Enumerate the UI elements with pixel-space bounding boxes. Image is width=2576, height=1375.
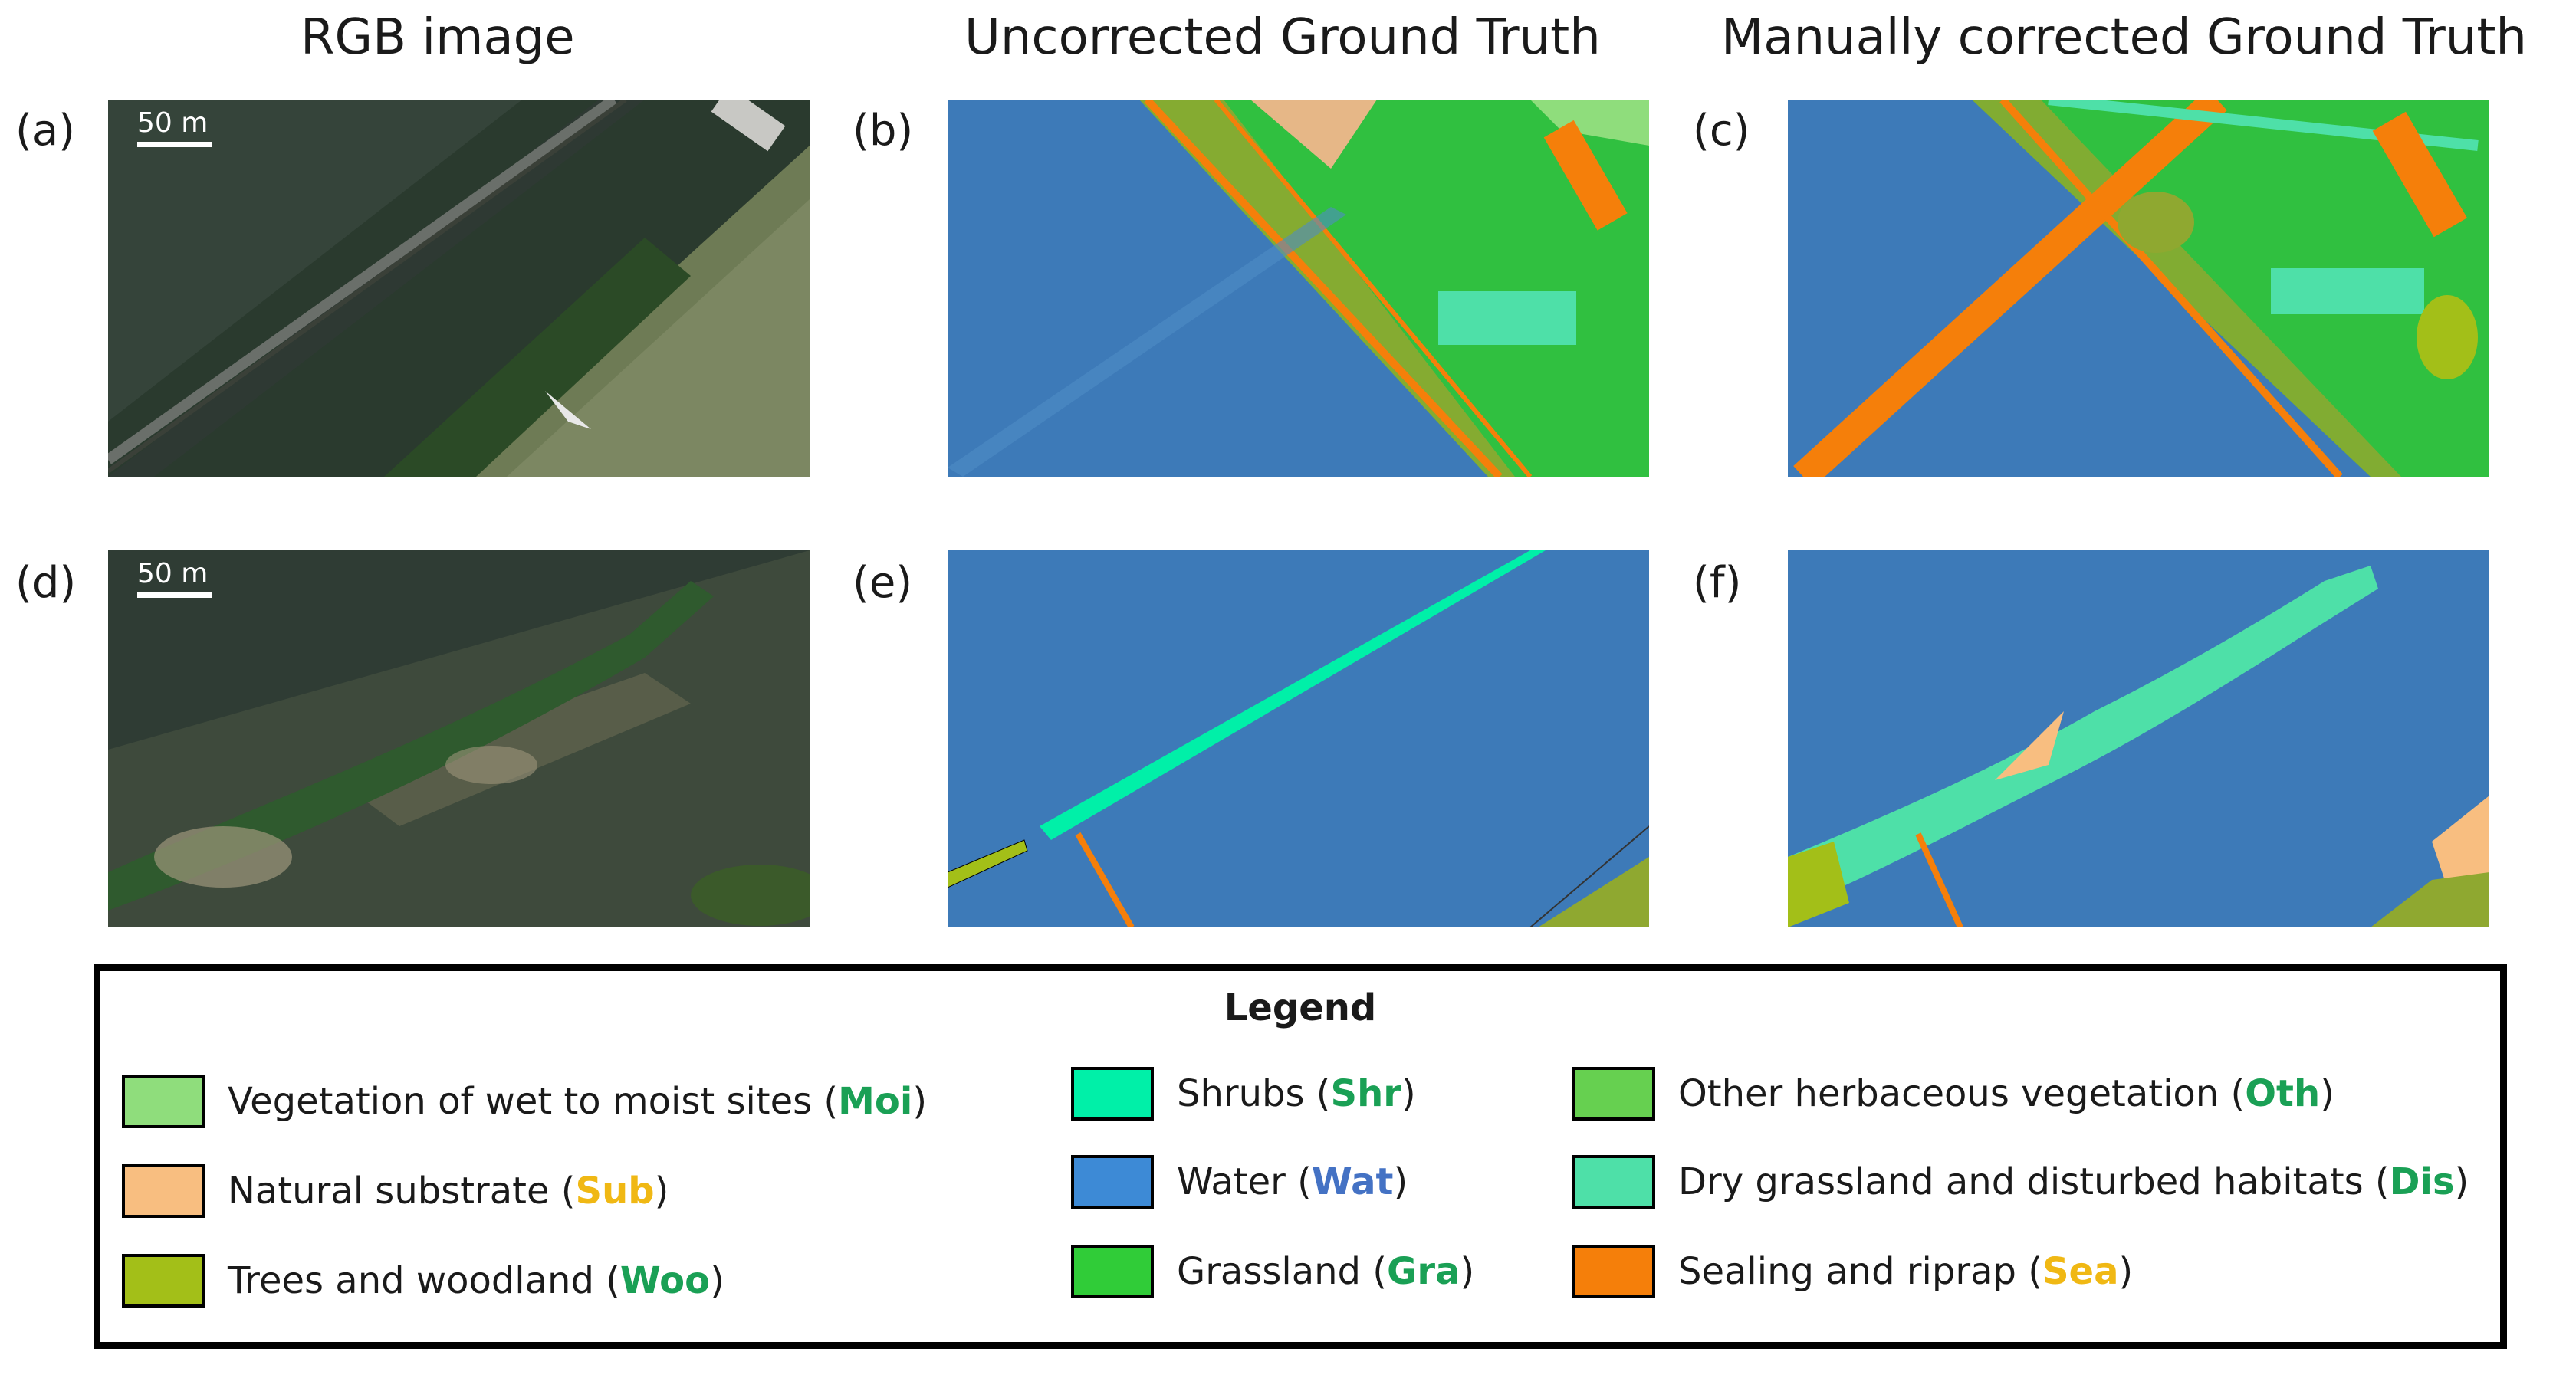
legend-abbr: Gra: [1386, 1250, 1460, 1293]
corrected-map-f: [1788, 550, 2489, 927]
column-heading-uncorrected: Uncorrected Ground Truth: [964, 9, 1601, 66]
legend-item-sea: Sealing and riprap (Sea): [1572, 1245, 2133, 1298]
legend: Legend Vegetation of wet to moist sites …: [94, 964, 2507, 1349]
legend-swatch: [1572, 1067, 1655, 1121]
panel-label-e: (e): [853, 558, 913, 608]
legend-label: Water: [1177, 1160, 1286, 1203]
scale-bar: 50 m: [137, 107, 212, 147]
legend-label: Natural substrate: [228, 1170, 550, 1213]
legend-item-oth: Other herbaceous vegetation (Oth): [1572, 1067, 2334, 1121]
legend-abbr: Sub: [575, 1170, 655, 1213]
legend-item-shr: Shrubs (Shr): [1071, 1067, 1416, 1121]
panel-label-c: (c): [1693, 106, 1750, 156]
rgb-image-a: 50 m: [108, 100, 810, 477]
legend-abbr: Woo: [619, 1259, 711, 1302]
panel-label-d: (d): [15, 558, 77, 608]
uncorrected-map-e: [948, 550, 1649, 927]
legend-label: Shrubs: [1177, 1072, 1305, 1115]
legend-title: Legend: [1224, 986, 1377, 1029]
column-heading-corrected: Manually corrected Ground Truth: [1721, 9, 2527, 66]
legend-item-woo: Trees and woodland (Woo): [122, 1254, 724, 1308]
legend-swatch: [1572, 1155, 1655, 1209]
legend-swatch: [1071, 1067, 1154, 1121]
legend-label: Sealing and riprap: [1678, 1250, 2016, 1293]
legend-label: Other herbaceous vegetation: [1678, 1072, 2220, 1115]
uncorrected-map-b: [948, 100, 1649, 477]
legend-swatch: [122, 1164, 205, 1218]
legend-item-sub: Natural substrate (Sub): [122, 1164, 669, 1218]
legend-label: Vegetation of wet to moist sites: [228, 1080, 813, 1123]
legend-abbr: Dis: [2389, 1160, 2455, 1203]
legend-label: Grassland: [1177, 1250, 1361, 1293]
corrected-map-c: [1788, 100, 2489, 477]
column-heading-rgb: RGB image: [301, 9, 575, 66]
legend-item-gra: Grassland (Gra): [1071, 1245, 1474, 1298]
legend-abbr: Wat: [1311, 1160, 1394, 1203]
legend-swatch: [1071, 1245, 1154, 1298]
legend-abbr: Shr: [1330, 1072, 1401, 1115]
panel-label-a: (a): [15, 106, 76, 156]
panel-label-b: (b): [853, 106, 914, 156]
legend-label: Dry grassland and disturbed habitats: [1678, 1160, 2364, 1203]
legend-swatch: [1071, 1155, 1154, 1209]
legend-abbr: Moi: [838, 1080, 913, 1123]
scale-bar-d: 50 m: [137, 558, 212, 598]
legend-swatch: [1572, 1245, 1655, 1298]
legend-item-dis: Dry grassland and disturbed habitats (Di…: [1572, 1155, 2469, 1209]
legend-abbr: Oth: [2245, 1072, 2321, 1115]
legend-swatch: [122, 1075, 205, 1128]
rgb-image-d: 50 m: [108, 550, 810, 927]
panel-label-f: (f): [1693, 558, 1742, 608]
legend-abbr: Sea: [2042, 1250, 2119, 1293]
legend-swatch: [122, 1254, 205, 1308]
legend-item-moi: Vegetation of wet to moist sites (Moi): [122, 1075, 927, 1128]
legend-label: Trees and woodland: [228, 1259, 594, 1302]
legend-item-wat: Water (Wat): [1071, 1155, 1408, 1209]
